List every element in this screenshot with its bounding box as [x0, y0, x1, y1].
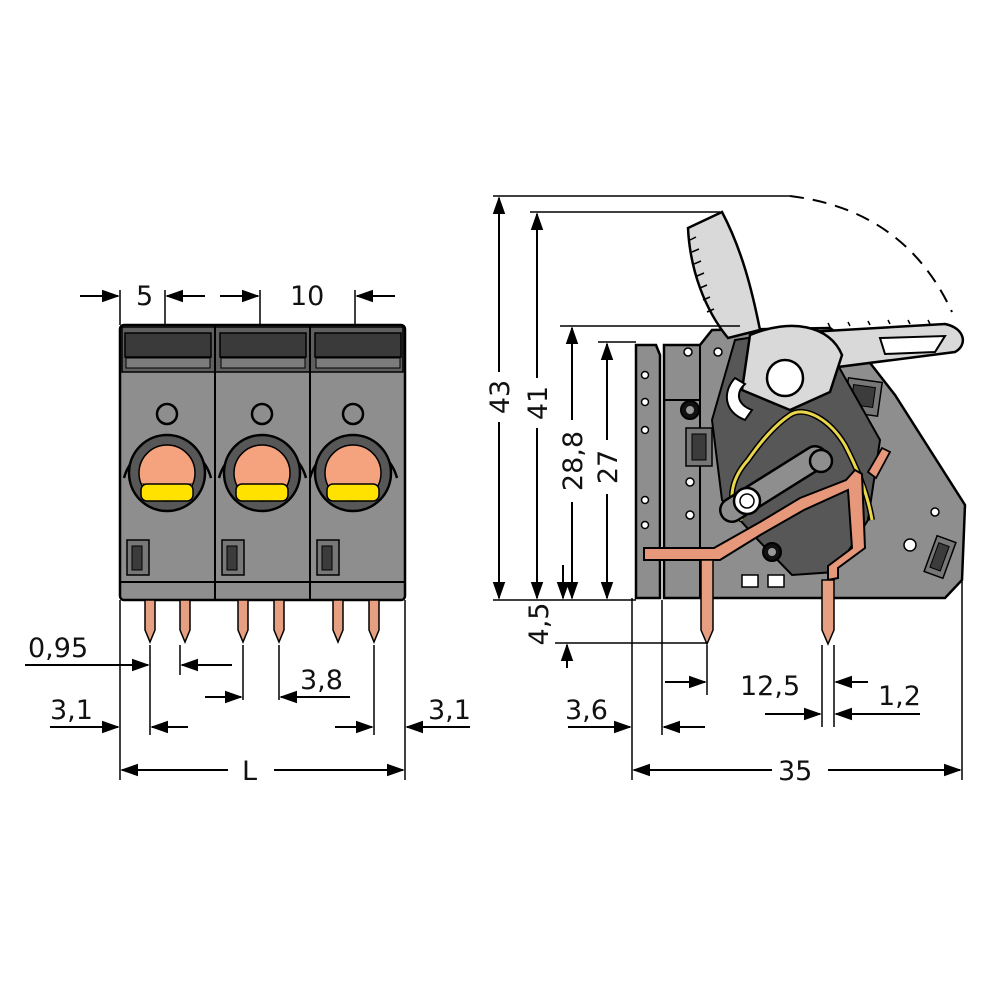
dim-pitch-5: 5 [136, 281, 153, 312]
test-port-icon [250, 402, 274, 426]
lever-pivot-icon [765, 358, 805, 398]
busbar [643, 468, 867, 582]
dim-edge-left: 3,1 [50, 695, 93, 726]
dim-pin-offset-12-5: 12,5 [740, 671, 800, 702]
test-port-icon [155, 402, 179, 426]
pin [144, 599, 156, 644]
dim-height-41: 41 [523, 386, 554, 420]
dim-height-28-8: 28,8 [558, 431, 589, 491]
dim-pin-width: 0,95 [28, 633, 88, 664]
dim-pin-spacing: 3,8 [300, 665, 343, 696]
dim-pin-length-4-5: 4,5 [524, 603, 555, 646]
pin [700, 559, 714, 646]
rear-rail [634, 343, 662, 600]
lever-swing-arc [789, 195, 953, 313]
dim-depth-35: 35 [778, 756, 812, 787]
dim-pin-width-1-2: 1,2 [878, 681, 921, 712]
side-view: 43 41 28,8 27 4,5 3,6 12,5 1,2 35 [482, 195, 967, 787]
dim-height-43: 43 [485, 380, 516, 414]
pcb-pins [144, 599, 380, 644]
label-mask [228, 752, 274, 786]
pin [237, 599, 249, 644]
dim-pitch-10: 10 [290, 281, 324, 312]
side-extension-lines [493, 195, 963, 780]
pin [179, 599, 191, 644]
dim-edge-right: 3,1 [428, 695, 471, 726]
pin [821, 579, 835, 646]
module-3 [308, 332, 402, 576]
dim-length-L: L [242, 756, 257, 787]
pin [368, 599, 380, 644]
front-view: 5 10 0,95 3,8 3,1 3,1 L [25, 281, 471, 787]
pin [273, 599, 285, 644]
front-extension-lines [119, 290, 406, 780]
test-port-icon [341, 402, 365, 426]
module-1 [122, 332, 213, 576]
operating-lever [686, 210, 965, 422]
dim-offset-3-6: 3,6 [565, 695, 608, 726]
pin [332, 599, 344, 644]
module-2 [217, 332, 308, 576]
dim-height-27: 27 [593, 450, 624, 484]
